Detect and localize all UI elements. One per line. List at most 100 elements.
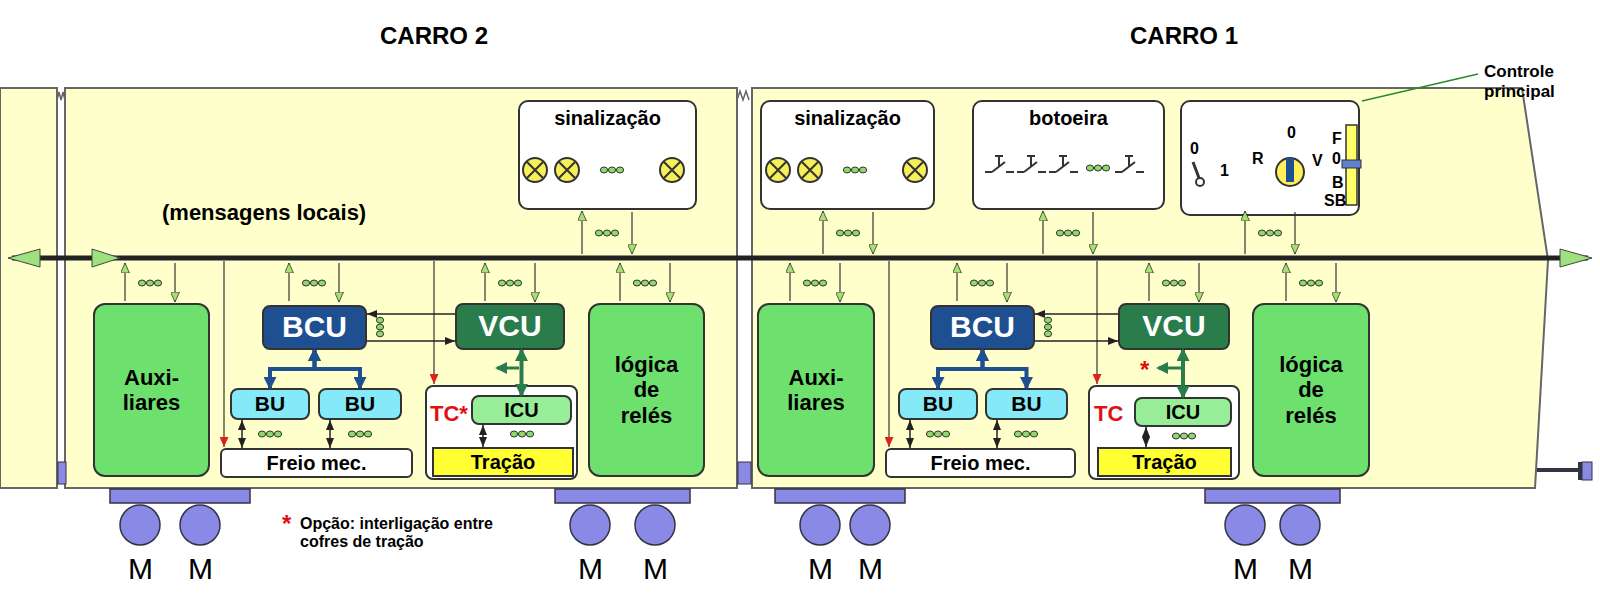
connector xyxy=(1035,313,1118,315)
selector-handle xyxy=(1286,158,1294,182)
wheel xyxy=(800,505,840,545)
car-body xyxy=(65,88,737,488)
dot xyxy=(1307,280,1314,286)
dot xyxy=(266,431,273,437)
option-link-arrow xyxy=(1158,367,1181,370)
bus-link xyxy=(631,212,632,254)
dot xyxy=(851,167,858,173)
node-label: 0 xyxy=(1190,140,1199,158)
bcu-box: BCU xyxy=(930,305,1035,350)
node-label: ICU xyxy=(504,399,538,422)
gangway-bellows xyxy=(57,91,749,100)
signal-lamp xyxy=(555,158,579,182)
pushbutton-symbol xyxy=(1049,156,1078,172)
dot xyxy=(811,280,818,286)
brake-box: Freio mec. xyxy=(220,448,413,478)
bus-link xyxy=(956,263,957,301)
node-label: VCU xyxy=(478,309,541,344)
dot xyxy=(274,431,281,437)
bus-link xyxy=(124,263,125,301)
dot xyxy=(1014,431,1021,437)
gangway-lines xyxy=(57,88,752,488)
connector xyxy=(315,350,361,388)
node-label: B xyxy=(1332,174,1344,192)
node-label: F xyxy=(1332,130,1342,148)
ellipsis-dots xyxy=(302,280,325,286)
vcu-box: VCU xyxy=(455,303,565,350)
bus-link xyxy=(1042,211,1043,254)
pushbutton-symbol xyxy=(1017,156,1046,172)
dot xyxy=(970,280,977,286)
rotary-selector xyxy=(1276,158,1304,186)
wheel xyxy=(180,505,220,545)
aux-box: Auxi- liares xyxy=(757,303,875,477)
bus-drop-line xyxy=(223,261,224,447)
bus-arrow xyxy=(92,249,120,267)
motor-label: M xyxy=(1233,552,1257,587)
dot xyxy=(942,431,949,437)
dot xyxy=(595,230,602,236)
signal-lamp xyxy=(798,158,822,182)
wheel xyxy=(635,505,675,545)
dot xyxy=(616,167,623,173)
bus-link xyxy=(1092,212,1093,254)
connector xyxy=(938,350,983,388)
connector xyxy=(983,350,1027,388)
bus-arrow xyxy=(1560,249,1592,267)
node-label: 1 xyxy=(1220,162,1229,180)
node-label: R xyxy=(1252,150,1264,168)
node-label: BCU xyxy=(282,310,347,345)
front-coupler xyxy=(1537,462,1580,480)
motor-label: M xyxy=(1288,552,1312,587)
ellipsis-dots xyxy=(970,280,993,286)
traction-case: TC*ICUTração xyxy=(425,385,578,480)
option-link-arrow xyxy=(497,367,519,370)
previous-car-body xyxy=(0,88,57,488)
bcu-box: BCU xyxy=(262,305,367,350)
signal-panel: sinalização xyxy=(518,100,697,210)
bus-link xyxy=(338,263,339,302)
bu-box: BU xyxy=(985,388,1068,420)
dot xyxy=(1188,433,1195,439)
dot xyxy=(603,230,610,236)
bus-link xyxy=(1335,263,1336,302)
node-label: Auxi- liares xyxy=(111,365,193,416)
connector xyxy=(241,420,243,448)
bogie xyxy=(555,489,690,503)
dot xyxy=(526,431,533,437)
node-label: BU xyxy=(255,392,285,416)
option-mark: * xyxy=(282,510,291,538)
wheel xyxy=(1280,505,1320,545)
connector xyxy=(367,340,455,342)
ellipsis-dots xyxy=(595,230,618,236)
motor-label: M xyxy=(128,552,152,587)
dot xyxy=(641,280,648,286)
wheel xyxy=(1225,505,1265,545)
node-label: TC xyxy=(1094,401,1123,426)
node-label: TC* xyxy=(430,401,468,426)
dot xyxy=(1172,433,1179,439)
bus-link xyxy=(872,212,873,254)
dot xyxy=(1315,280,1322,286)
relay-logic-box: lógica de relés xyxy=(1252,303,1370,477)
bogies xyxy=(110,489,1340,545)
dot xyxy=(138,280,145,286)
bus-drop-line xyxy=(1096,261,1097,384)
icu-box: ICU xyxy=(471,395,572,425)
train-bus xyxy=(12,256,1588,261)
dot xyxy=(843,167,850,173)
dot xyxy=(310,280,317,286)
node-label: SB xyxy=(1324,192,1346,210)
ellipsis-dots xyxy=(258,431,281,437)
dot xyxy=(1072,230,1079,236)
node-label: Freio mec. xyxy=(266,452,366,475)
dot xyxy=(600,167,607,173)
pushbutton-symbol xyxy=(1115,156,1144,172)
signal-lamp xyxy=(660,158,684,182)
dot xyxy=(836,230,843,236)
bogie xyxy=(1205,489,1340,503)
node-label: BU xyxy=(1011,392,1041,416)
dot xyxy=(611,230,618,236)
